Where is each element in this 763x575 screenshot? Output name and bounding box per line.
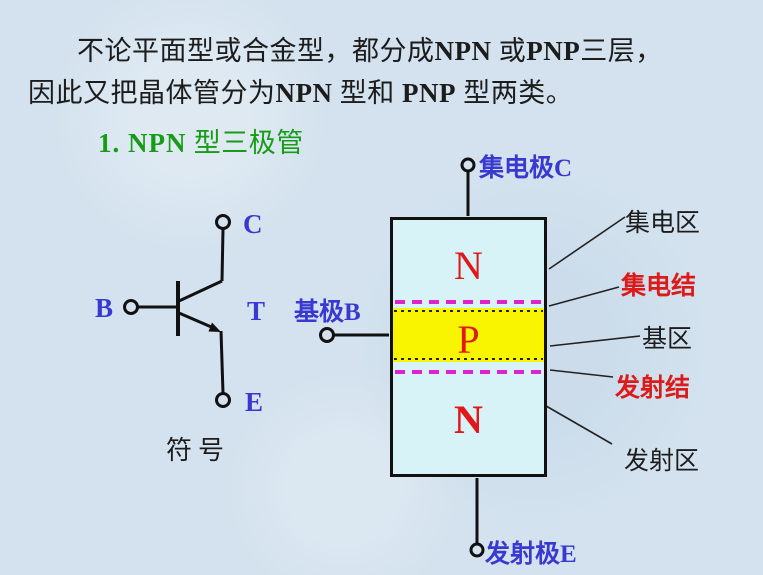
emitter-terminal-letter: E xyxy=(560,541,577,568)
collector-terminal-letter: C xyxy=(554,155,573,182)
emitter-region-letter: N xyxy=(454,397,483,442)
emitter-lead-dot xyxy=(469,542,485,558)
emitter-terminal-text: 发射极 xyxy=(485,541,561,568)
emitter-line xyxy=(178,311,217,331)
section-heading: 1. NPN 型三极管 xyxy=(98,121,304,160)
paragraph-text: 因此又把晶体管分为 xyxy=(28,78,276,108)
symbol-pin-c-label: C xyxy=(243,209,263,239)
collector-terminal-label: 集电极C xyxy=(479,148,572,184)
collector-region-label: 集电区 xyxy=(625,210,701,237)
emitter-terminal-label: 发射极E xyxy=(485,534,577,570)
base-region-bottom-dotted-line xyxy=(394,358,543,360)
callout-lines xyxy=(533,216,641,445)
paragraph-text: 型和 xyxy=(332,78,402,108)
emitter-region-label: 发射区 xyxy=(624,448,700,475)
heading-text: 型三极管 xyxy=(186,128,304,158)
paragraph-text: 不论平面型或合金型，都分成 xyxy=(77,36,435,66)
collector-lead-dot xyxy=(460,157,476,173)
collector-junction-label: 集电结 xyxy=(621,273,697,300)
paragraph-text: 型两类。 xyxy=(455,78,574,108)
leader-collector-junction xyxy=(548,286,620,307)
symbol-caption: 符号 xyxy=(166,436,231,465)
base-lead-dot xyxy=(319,327,335,343)
collector-junction-dashed-line xyxy=(395,300,542,304)
emitter-junction-dashed-line xyxy=(395,370,542,374)
collector-region-letter: N xyxy=(454,243,483,288)
paragraph-line-2: 因此又把晶体管分为NPN 型和 PNP 型两类。 xyxy=(28,80,573,107)
base-region-label: 基区 xyxy=(642,326,693,353)
base-region-band xyxy=(393,308,544,362)
leader-emitter-junction xyxy=(549,369,614,378)
emitter-arrowhead xyxy=(208,322,221,332)
collector-terminal-text: 集电极 xyxy=(479,155,555,182)
leader-collector-region xyxy=(548,216,626,270)
paragraph-bold-pnp: PNP xyxy=(402,78,456,108)
symbol-pin-t-label: T xyxy=(247,296,266,326)
emitter-terminal-dot xyxy=(215,392,231,408)
base-terminal-dot xyxy=(123,299,139,315)
base-terminal-text: 基极 xyxy=(294,299,345,326)
base-region-letter: P xyxy=(457,317,480,362)
base-region-top-dotted-line xyxy=(394,310,543,312)
symbol-pin-b-label: B xyxy=(95,293,114,323)
base-terminal-label: 基极B xyxy=(294,292,361,328)
paragraph-text: 或 xyxy=(491,36,527,66)
base-terminal-letter: B xyxy=(344,299,361,326)
emitter-junction-label: 发射结 xyxy=(615,375,691,402)
paragraph-text: 三层， xyxy=(580,36,663,66)
heading-number: 1. NPN xyxy=(98,128,187,158)
paragraph-bold-npn: NPN xyxy=(434,36,492,66)
symbol-pin-e-label: E xyxy=(245,387,264,417)
npn-structure-box: N P N xyxy=(390,217,547,477)
paragraph-line-1: 不论平面型或合金型，都分成NPN 或PNP三层， xyxy=(77,38,663,65)
collector-terminal-dot xyxy=(215,214,231,230)
leader-base-region xyxy=(549,335,641,347)
transistor-symbol xyxy=(123,214,231,408)
paragraph-bold-pnp: PNP xyxy=(526,36,581,66)
paragraph-bold-npn: NPN xyxy=(275,78,333,108)
